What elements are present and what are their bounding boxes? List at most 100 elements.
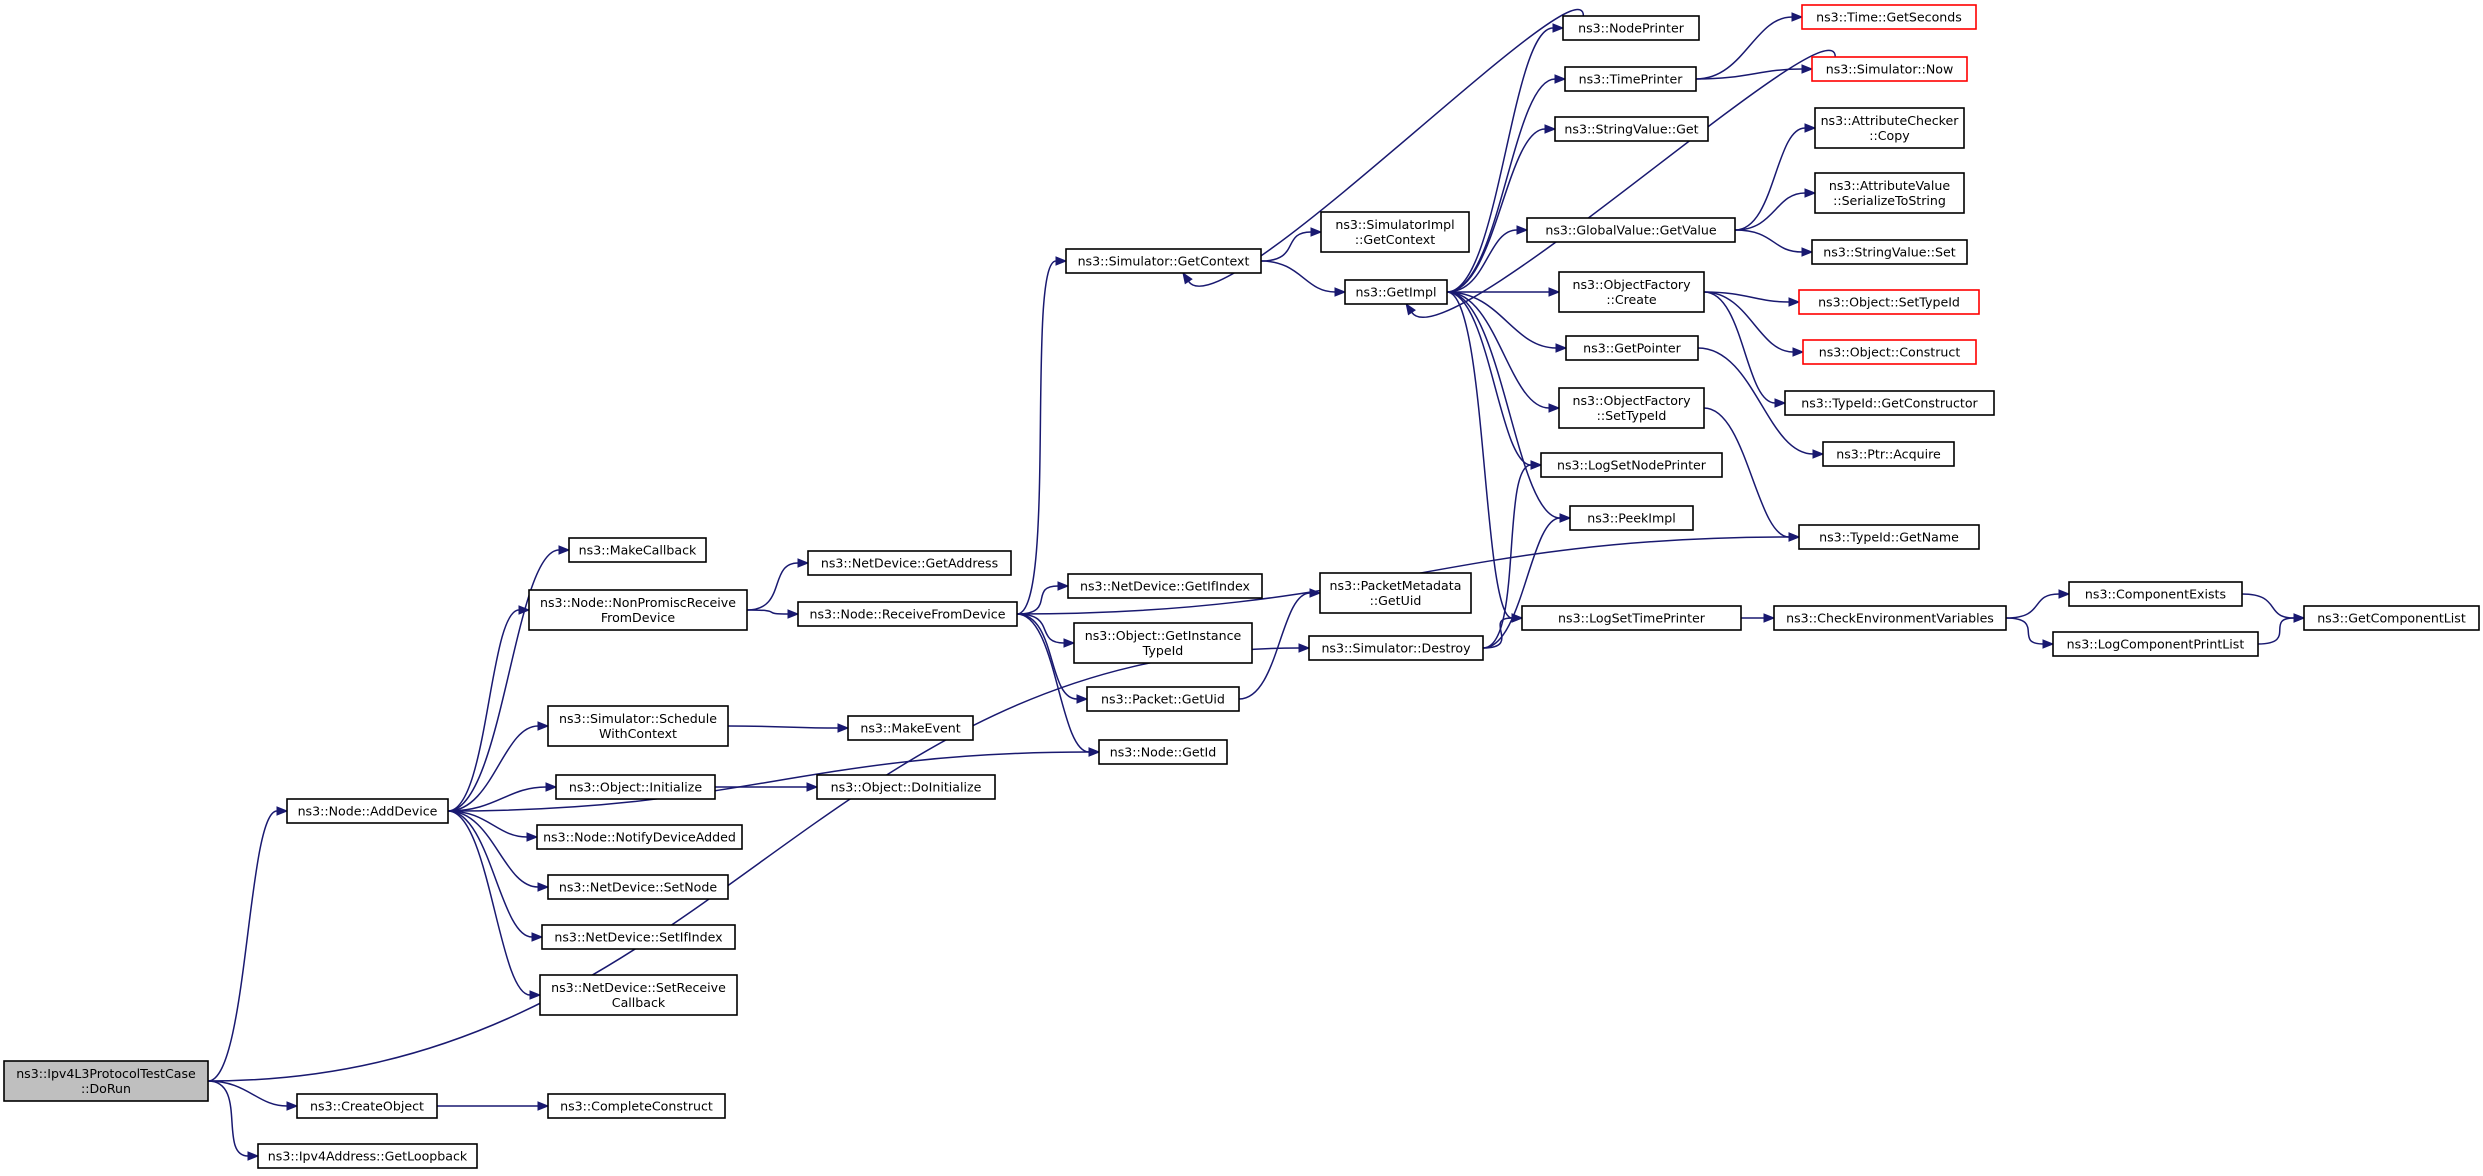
node-makeCallback[interactable]: ns3::MakeCallback xyxy=(568,537,707,563)
node-label: ns3::Simulator::Now xyxy=(1826,62,1954,77)
node-label: ns3::NetDevice::SetIfIndex xyxy=(554,930,723,945)
node-label: ns3::Simulator::Schedule xyxy=(559,711,717,726)
edge-nodePrinter-to-simGetContext xyxy=(1187,8,1585,287)
node-getAddress[interactable]: ns3::NetDevice::GetAddress xyxy=(807,550,1012,576)
node-getLoopback[interactable]: ns3::Ipv4Address::GetLoopback xyxy=(257,1143,478,1169)
edge-getImpl-to-logSetTimePrinter xyxy=(1446,291,1513,619)
node-doInitialize[interactable]: ns3::Object::DoInitialize xyxy=(816,774,996,800)
node-objConstruct[interactable]: ns3::Object::Construct xyxy=(1802,339,1977,365)
node-addDevice[interactable]: ns3::Node::AddDevice xyxy=(286,798,449,824)
edge-objFactoryCreate-to-objConstruct xyxy=(1703,291,1794,353)
node-makeEvent[interactable]: ns3::MakeEvent xyxy=(847,715,974,741)
node-notifyDeviceAdded[interactable]: ns3::Node::NotifyDeviceAdded xyxy=(536,824,743,850)
node-box xyxy=(568,537,707,563)
node-timePrinter[interactable]: ns3::TimePrinter xyxy=(1564,66,1697,92)
node-box xyxy=(1802,339,1977,365)
node-getComponentList[interactable]: ns3::GetComponentList xyxy=(2303,605,2480,631)
edge-packetGetUid-to-pmGetUid xyxy=(1238,592,1311,700)
node-label: ns3::Node::NonPromiscReceive xyxy=(540,595,736,610)
node-objFactoryCreate[interactable]: ns3::ObjectFactory::Create xyxy=(1558,271,1705,313)
node-label: Callback xyxy=(612,995,666,1010)
edge-checkEnvVars-to-logComponentPrintList xyxy=(2005,617,2044,645)
node-simGetContext[interactable]: ns3::Simulator::GetContext xyxy=(1065,248,1262,274)
node-setIfIndex[interactable]: ns3::NetDevice::SetIfIndex xyxy=(541,924,736,950)
node-checkEnvVars[interactable]: ns3::CheckEnvironmentVariables xyxy=(1773,605,2007,631)
nodes-layer: ns3::Ipv4L3ProtocolTestCase::DoRun ns3::N… xyxy=(3,4,2480,1169)
node-box xyxy=(1773,605,2007,631)
node-box xyxy=(1098,739,1228,765)
node-receiveFromDevice[interactable]: ns3::Node::ReceiveFromDevice xyxy=(797,601,1018,627)
node-ipv4l3[interactable]: ns3::Ipv4L3ProtocolTestCase::DoRun xyxy=(3,1060,209,1102)
node-peekImpl[interactable]: ns3::PeekImpl xyxy=(1569,505,1694,531)
edges-layer xyxy=(207,8,2306,1161)
node-label: ns3::SimulatorImpl xyxy=(1335,217,1454,232)
node-typeIdGetConstructor[interactable]: ns3::TypeId::GetConstructor xyxy=(1784,390,1995,416)
node-getPointer[interactable]: ns3::GetPointer xyxy=(1565,335,1699,361)
node-logComponentPrintList[interactable]: ns3::LogComponentPrintList xyxy=(2052,631,2259,657)
node-label: ns3::TypeId::GetName xyxy=(1819,530,1959,545)
arrowhead-scheduleWithContext-to-makeEvent xyxy=(837,723,850,733)
node-logSetNodePrinter[interactable]: ns3::LogSetNodePrinter xyxy=(1540,452,1723,478)
node-setNode[interactable]: ns3::NetDevice::SetNode xyxy=(547,874,729,900)
node-box xyxy=(1521,605,1742,631)
node-box xyxy=(1526,217,1736,243)
node-simDestroy[interactable]: ns3::Simulator::Destroy xyxy=(1308,635,1484,661)
node-label: ns3::Ipv4L3ProtocolTestCase xyxy=(16,1066,196,1081)
node-box xyxy=(1569,505,1694,531)
node-globalValueGet[interactable]: ns3::GlobalValue::GetValue xyxy=(1526,217,1736,243)
node-componentExists[interactable]: ns3::ComponentExists xyxy=(2068,581,2243,607)
node-label: ns3::Simulator::Destroy xyxy=(1321,641,1471,656)
edge-addDevice-to-notifyDeviceAdded xyxy=(447,810,528,838)
edge-addDevice-to-scheduleWithContext xyxy=(447,725,539,812)
node-nodeGetId[interactable]: ns3::Node::GetId xyxy=(1098,739,1228,765)
node-logSetTimePrinter[interactable]: ns3::LogSetTimePrinter xyxy=(1521,605,1742,631)
node-label: ns3::GetComponentList xyxy=(2317,611,2466,626)
edge-getImpl-to-timePrinter xyxy=(1446,78,1556,293)
node-objFactorySetTypeId[interactable]: ns3::ObjectFactory::SetTypeId xyxy=(1558,387,1705,429)
node-ptrAcquire[interactable]: ns3::Ptr::Acquire xyxy=(1822,441,1955,467)
node-packetGetUid[interactable]: ns3::Packet::GetUid xyxy=(1086,686,1240,712)
node-box xyxy=(1308,635,1484,661)
arrowhead-checkEnvVars-to-logComponentPrintList xyxy=(2042,639,2055,649)
node-label: ns3::AttributeValue xyxy=(1829,178,1950,193)
edge-objFactorySetTypeId-to-typeIdGetName xyxy=(1703,407,1790,538)
arrowhead-getPointer-to-ptrAcquire xyxy=(1812,449,1825,459)
node-label: ns3::Node::ReceiveFromDevice xyxy=(810,607,1006,622)
node-stringValueGet[interactable]: ns3::StringValue::Get xyxy=(1554,116,1709,142)
node-timeGetSeconds[interactable]: ns3::Time::GetSeconds xyxy=(1801,4,1977,30)
node-completeConstruct[interactable]: ns3::CompleteConstruct xyxy=(547,1093,726,1119)
node-objInitialize[interactable]: ns3::Object::Initialize xyxy=(555,774,716,800)
node-getIfIndex[interactable]: ns3::NetDevice::GetIfIndex xyxy=(1067,573,1263,599)
node-attrCheckerCopy[interactable]: ns3::AttributeChecker::Copy xyxy=(1814,107,1965,149)
node-box xyxy=(1811,56,1968,82)
node-box xyxy=(1798,289,1980,315)
node-label: ::Copy xyxy=(1869,128,1910,143)
node-createObject[interactable]: ns3::CreateObject xyxy=(296,1093,438,1119)
edge-objFactoryCreate-to-objSetTypeId xyxy=(1703,291,1790,303)
node-nodePrinter[interactable]: ns3::NodePrinter xyxy=(1562,15,1700,41)
arrowhead-getImpl-to-logSetTimePrinter xyxy=(1511,613,1524,623)
arrowhead-globalValueGet-to-attrCheckerCopy xyxy=(1804,123,1817,133)
node-label: ns3::CheckEnvironmentVariables xyxy=(1786,611,1994,626)
node-label: ns3::AttributeChecker xyxy=(1821,113,1960,128)
node-objSetTypeId[interactable]: ns3::Object::SetTypeId xyxy=(1798,289,1980,315)
node-label: ns3::NodePrinter xyxy=(1578,21,1685,36)
node-attrValueSerialize[interactable]: ns3::AttributeValue::SerializeToString xyxy=(1814,172,1965,214)
node-box xyxy=(1319,572,1472,614)
node-stringValueSet[interactable]: ns3::StringValue::Set xyxy=(1811,239,1968,265)
node-box xyxy=(547,705,729,747)
arrowhead-getImpl-to-peekImpl xyxy=(1559,513,1572,523)
node-simImplGetContext[interactable]: ns3::SimulatorImpl::GetContext xyxy=(1320,211,1470,253)
node-typeIdGetName[interactable]: ns3::TypeId::GetName xyxy=(1798,524,1980,550)
node-simNow[interactable]: ns3::Simulator::Now xyxy=(1811,56,1968,82)
node-label: ::SetTypeId xyxy=(1597,408,1667,423)
node-getImpl[interactable]: ns3::GetImpl xyxy=(1344,279,1448,305)
node-box xyxy=(547,1093,726,1119)
node-pmGetUid[interactable]: ns3::PacketMetadata::GetUid xyxy=(1319,572,1472,614)
node-box xyxy=(1562,15,1700,41)
